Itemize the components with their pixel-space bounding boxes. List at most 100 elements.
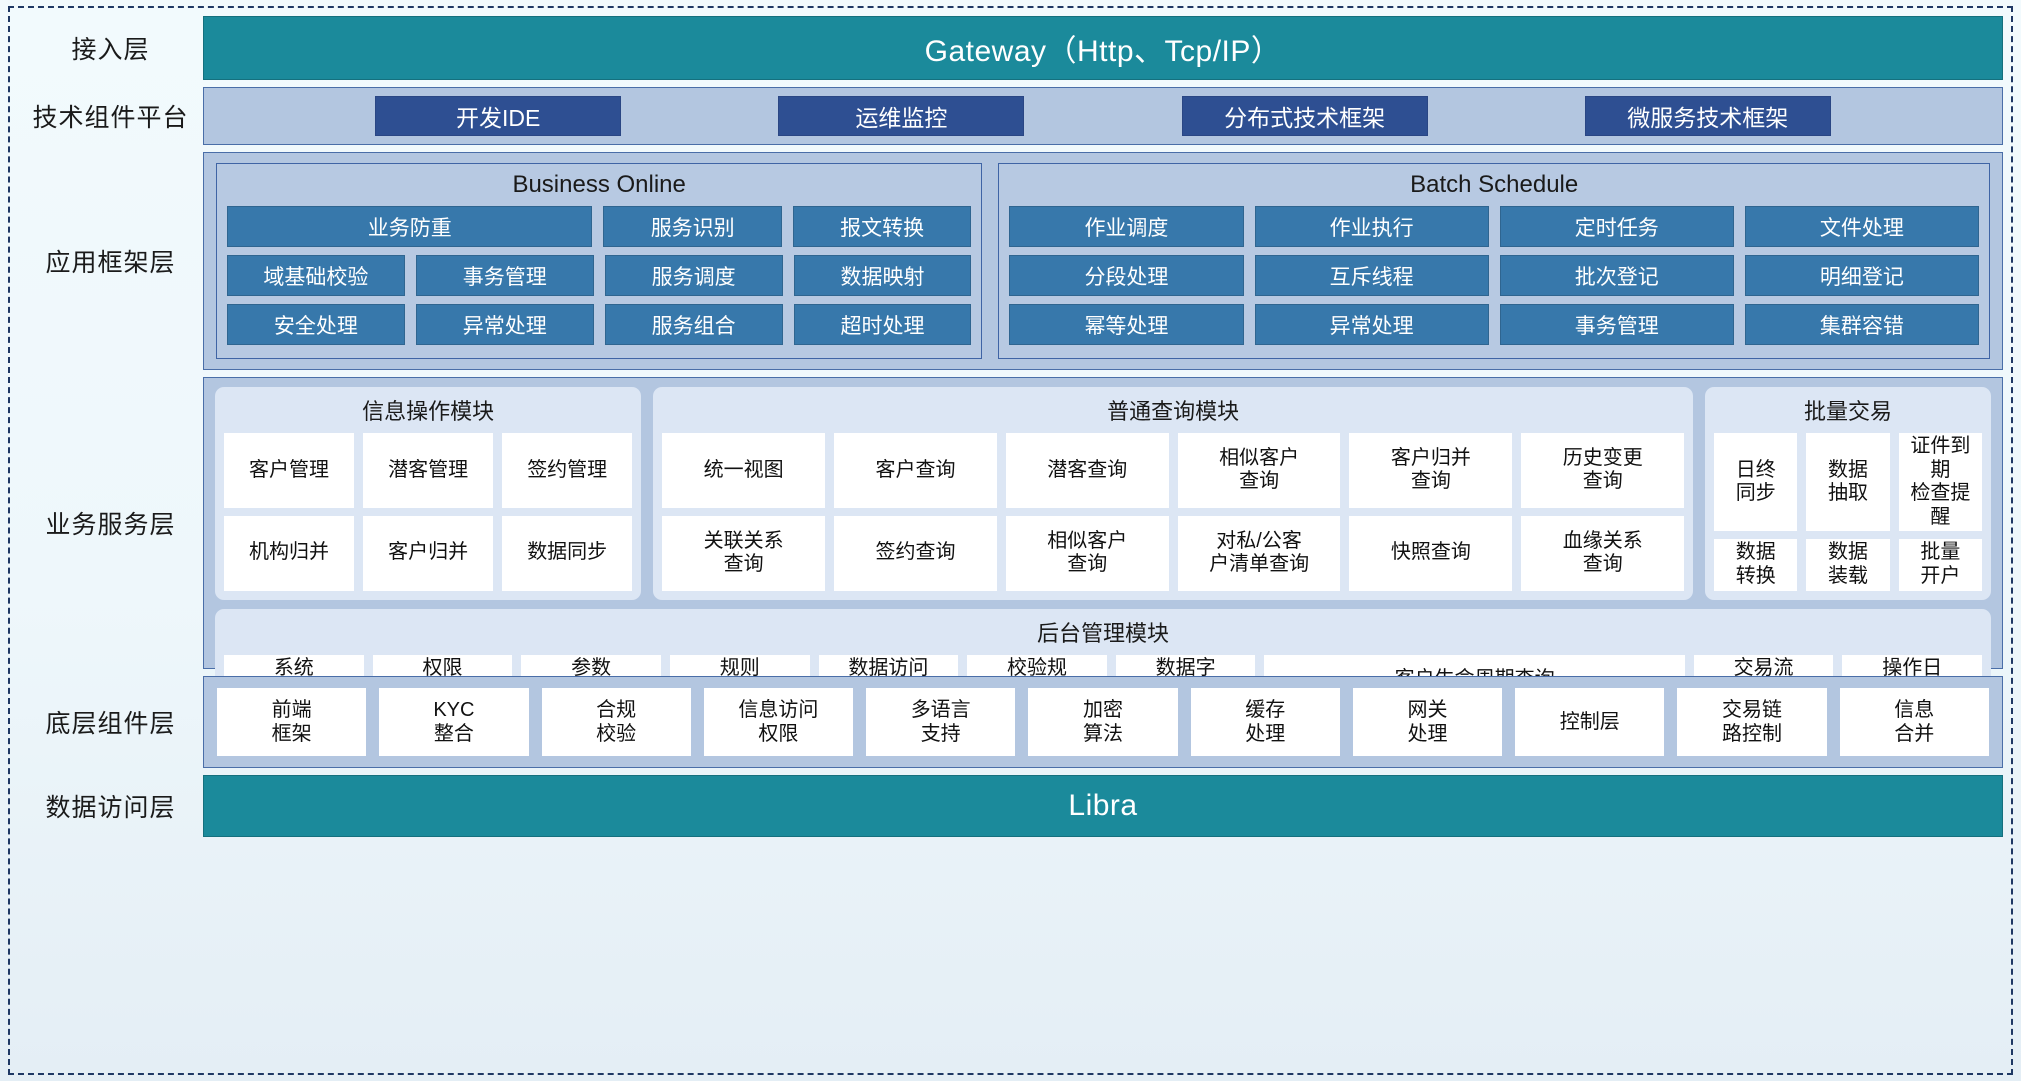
module-cell[interactable]: 数据 转换: [1714, 539, 1798, 591]
module-cell[interactable]: 机构归并: [224, 515, 355, 591]
module-group-rows-1: 统一视图客户查询潜客查询相似客户 查询客户归并 查询历史变更 查询关联关系 查询…: [662, 433, 1685, 591]
layer-body-access: Gateway（Http、Tcp/IP）: [203, 16, 2003, 80]
framework-cell[interactable]: 超时处理: [793, 304, 972, 345]
bottom-component-cell[interactable]: 控制层: [1515, 688, 1665, 756]
module-cell[interactable]: 快照查询: [1349, 515, 1513, 591]
module-group-title-2: 批量交易: [1804, 399, 1893, 424]
module-cell[interactable]: 相似客户 查询: [1005, 515, 1169, 591]
diagram-dashed-frame: [8, 6, 2013, 1075]
module-cell[interactable]: 相似客户 查询: [1177, 433, 1341, 508]
layer-label-bottom-component: 底层组件层: [45, 710, 176, 738]
framework-cell[interactable]: 安全处理: [227, 304, 405, 345]
framework-cell[interactable]: 明细登记: [1744, 255, 1979, 296]
framework-cell[interactable]: 批次登记: [1499, 255, 1734, 296]
bottom-component-cell[interactable]: 网关 处理: [1352, 688, 1503, 756]
framework-cell[interactable]: 事务管理: [1499, 304, 1734, 345]
gateway-banner: Gateway（Http、Tcp/IP）: [203, 16, 2003, 80]
business-service-panel: 信息操作模块客户管理潜客管理签约管理机构归并客户归并数据同步普通查询模块统一视图…: [203, 377, 2003, 715]
framework-cell[interactable]: 分段处理: [1009, 255, 1244, 296]
tech-chip-0[interactable]: 开发IDE: [375, 96, 622, 136]
bottom-component-cell[interactable]: 信息访问 权限: [703, 688, 854, 756]
module-cell[interactable]: 日终 同步: [1714, 433, 1798, 532]
module-group-title-1: 普通查询模块: [1107, 399, 1240, 424]
framework-group-title-0: Business Online: [512, 171, 686, 198]
bottom-component-cell[interactable]: 多语言 支持: [866, 688, 1016, 756]
layer-stack: 接入层 Gateway（Http、Tcp/IP） 技术组件平台 开发IDE 运维监…: [18, 16, 2003, 1065]
module-cell[interactable]: 数据同步: [502, 515, 633, 591]
framework-cell[interactable]: 服务组合: [604, 304, 783, 345]
framework-cell[interactable]: 域基础校验: [227, 255, 405, 296]
module-cell[interactable]: 客户查询: [834, 433, 997, 508]
tech-chip-1[interactable]: 运维监控: [778, 96, 1025, 136]
framework-cell[interactable]: 业务防重: [227, 206, 593, 247]
module-cell[interactable]: 客户归并: [363, 515, 494, 591]
bottom-component-cell[interactable]: KYC 整合: [379, 688, 529, 756]
module-cell[interactable]: 关联关系 查询: [662, 515, 826, 591]
framework-cell[interactable]: 服务调度: [604, 255, 783, 296]
framework-group-rows-1: 作业调度作业执行定时任务文件处理分段处理互斥线程批次登记明细登记幂等处理异常处理…: [1009, 206, 1979, 345]
module-cell[interactable]: 批量 开户: [1898, 539, 1983, 591]
tech-chip-3[interactable]: 微服务技术框架: [1584, 96, 1831, 136]
module-cell[interactable]: 潜客查询: [1005, 433, 1169, 508]
bottom-component-cell[interactable]: 加密 算法: [1028, 688, 1178, 756]
layer-label-tech: 技术组件平台: [32, 104, 189, 132]
module-group-rows-2: 日终 同步数据 抽取证件到期 检查提醒数据 转换数据 装载批量 开户: [1714, 433, 1983, 591]
framework-cell[interactable]: 异常处理: [1254, 304, 1489, 345]
module-cell[interactable]: 签约查询: [834, 515, 997, 591]
framework-cell[interactable]: 服务识别: [603, 206, 782, 247]
layer-row-data-access: 数据访问层 Libra: [18, 775, 2003, 837]
framework-cell[interactable]: 事务管理: [415, 255, 594, 296]
module-group-0: 信息操作模块客户管理潜客管理签约管理机构归并客户归并数据同步: [215, 387, 642, 600]
module-cell[interactable]: 数据 抽取: [1806, 433, 1890, 532]
module-cell[interactable]: 证件到期 检查提醒: [1898, 433, 1983, 532]
module-row: 数据 转换数据 装载批量 开户: [1714, 539, 1983, 591]
framework-row: 安全处理异常处理服务组合超时处理: [227, 304, 972, 345]
bottom-component-cell[interactable]: 合规 校验: [541, 688, 691, 756]
module-cell[interactable]: 数据 装载: [1806, 539, 1890, 591]
module-cell[interactable]: 历史变更 查询: [1521, 433, 1685, 508]
module-cell[interactable]: 潜客管理: [363, 433, 494, 508]
module-group-1: 普通查询模块统一视图客户查询潜客查询相似客户 查询客户归并 查询历史变更 查询关…: [653, 387, 1694, 600]
framework-group-title-1: Batch Schedule: [1410, 171, 1579, 198]
framework-row: 业务防重服务识别报文转换: [227, 206, 972, 247]
bottom-component-cell[interactable]: 信息 合并: [1839, 688, 1989, 756]
libra-banner: Libra: [203, 775, 2003, 837]
bottom-component-cell[interactable]: 缓存 处理: [1190, 688, 1340, 756]
framework-row: 分段处理互斥线程批次登记明细登记: [1009, 255, 1979, 296]
framework-cell[interactable]: 互斥线程: [1254, 255, 1489, 296]
layer-label-business-service: 业务服务层: [45, 511, 176, 539]
bottom-component-cell[interactable]: 交易链 路控制: [1677, 688, 1827, 756]
module-cell[interactable]: 对私/公客 户清单查询: [1177, 515, 1341, 591]
tech-chip-2[interactable]: 分布式技术框架: [1181, 96, 1428, 136]
framework-row: 幂等处理异常处理事务管理集群容错: [1009, 304, 1979, 345]
layer-body-data-access: Libra: [203, 775, 2003, 837]
module-cell[interactable]: 血缘关系 查询: [1521, 515, 1685, 591]
framework-cell[interactable]: 定时任务: [1499, 206, 1734, 247]
framework-cell[interactable]: 文件处理: [1744, 206, 1979, 247]
bottom-component-cell[interactable]: 前端 框架: [217, 688, 367, 756]
framework-cell[interactable]: 报文转换: [792, 206, 972, 247]
layer-label-access: 接入层: [71, 36, 150, 64]
module-cell[interactable]: 客户归并 查询: [1349, 433, 1513, 508]
module-cell[interactable]: 签约管理: [502, 433, 633, 508]
module-row: 客户管理潜客管理签约管理: [224, 433, 633, 508]
module-group-title-0: 信息操作模块: [362, 399, 495, 424]
module-row: 统一视图客户查询潜客查询相似客户 查询客户归并 查询历史变更 查询: [662, 433, 1685, 508]
framework-cell[interactable]: 作业调度: [1009, 206, 1244, 247]
framework-cell[interactable]: 数据映射: [793, 255, 972, 296]
framework-cell[interactable]: 异常处理: [415, 304, 594, 345]
framework-cell[interactable]: 幂等处理: [1009, 304, 1244, 345]
layer-label-app-framework: 应用框架层: [45, 249, 176, 277]
module-cell[interactable]: 统一视图: [662, 433, 826, 508]
module-row: 关联关系 查询签约查询相似客户 查询对私/公客 户清单查询快照查询血缘关系 查询: [662, 515, 1685, 591]
framework-group-rows-0: 业务防重服务识别报文转换域基础校验事务管理服务调度数据映射安全处理异常处理服务组…: [227, 206, 972, 345]
framework-cell[interactable]: 集群容错: [1744, 304, 1979, 345]
module-cell[interactable]: 客户管理: [224, 433, 355, 508]
module-group-rows-0: 客户管理潜客管理签约管理机构归并客户归并数据同步: [224, 433, 633, 591]
framework-cell[interactable]: 作业执行: [1254, 206, 1489, 247]
layer-body-business-service: 信息操作模块客户管理潜客管理签约管理机构归并客户归并数据同步普通查询模块统一视图…: [203, 377, 2003, 715]
